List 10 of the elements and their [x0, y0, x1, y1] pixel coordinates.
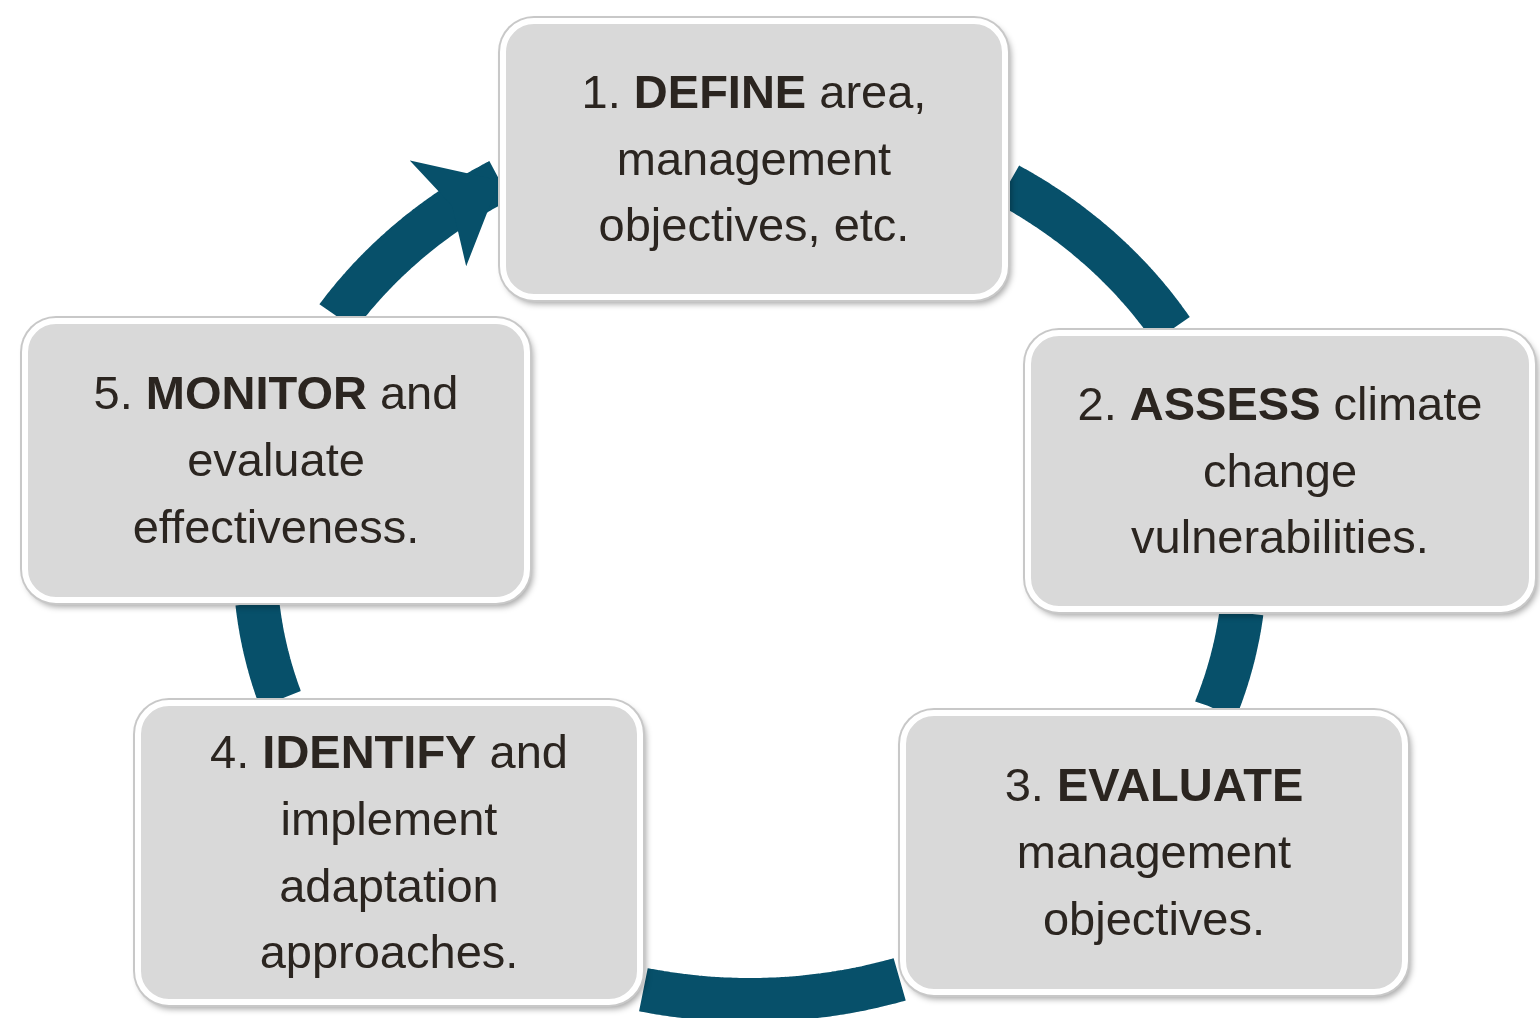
step-box — [900, 710, 1408, 995]
step-box — [22, 318, 530, 603]
step-box — [135, 700, 643, 1005]
step-text: 3. EVALUATE management objectives. — [1003, 757, 1305, 947]
step-box — [1025, 330, 1535, 612]
step-text: 4. IDENTIFY and implement adaptation approaches. — [209, 724, 569, 981]
step-box — [500, 18, 1008, 300]
step-text: 1. DEFINE area, management objectives, etc. — [580, 63, 928, 254]
step-text: 5. MONITOR and evaluate effectiveness. — [92, 365, 460, 555]
step-text: 2. ASSESS climate change vulnerabilities. — [1076, 375, 1484, 566]
